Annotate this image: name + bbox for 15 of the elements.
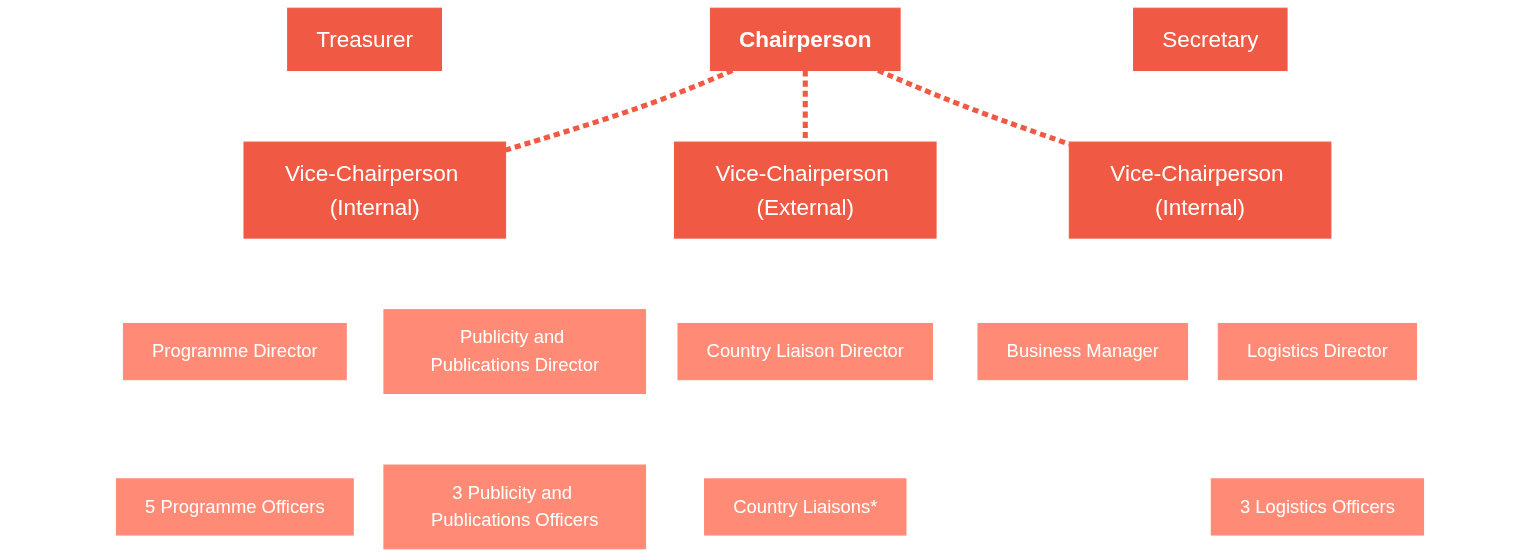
node-box: Business Manager bbox=[977, 322, 1189, 381]
node-box: 3 Logistics Officers bbox=[1210, 478, 1425, 536]
node-box: Logistics Director bbox=[1217, 322, 1418, 381]
node-box: Programme Director bbox=[122, 322, 347, 381]
node-box: 3 Publicity and Publications Officers bbox=[383, 464, 647, 550]
node-box: Chairperson bbox=[709, 7, 901, 72]
node-box: Publicity and Publications Director bbox=[383, 309, 647, 394]
node-box: Secretary bbox=[1133, 7, 1288, 72]
node-box: Vice-Chairperson (Internal) bbox=[243, 141, 507, 239]
node-box: Country Liaison Director bbox=[677, 322, 934, 381]
node-box: Vice-Chairperson (External) bbox=[673, 141, 937, 239]
node-box: 5 Programme Officers bbox=[115, 478, 354, 536]
node-box: Treasurer bbox=[287, 7, 442, 72]
node-box: Vice-Chairperson (Internal) bbox=[1068, 141, 1332, 239]
node-box: Country Liaisons* bbox=[704, 478, 907, 536]
